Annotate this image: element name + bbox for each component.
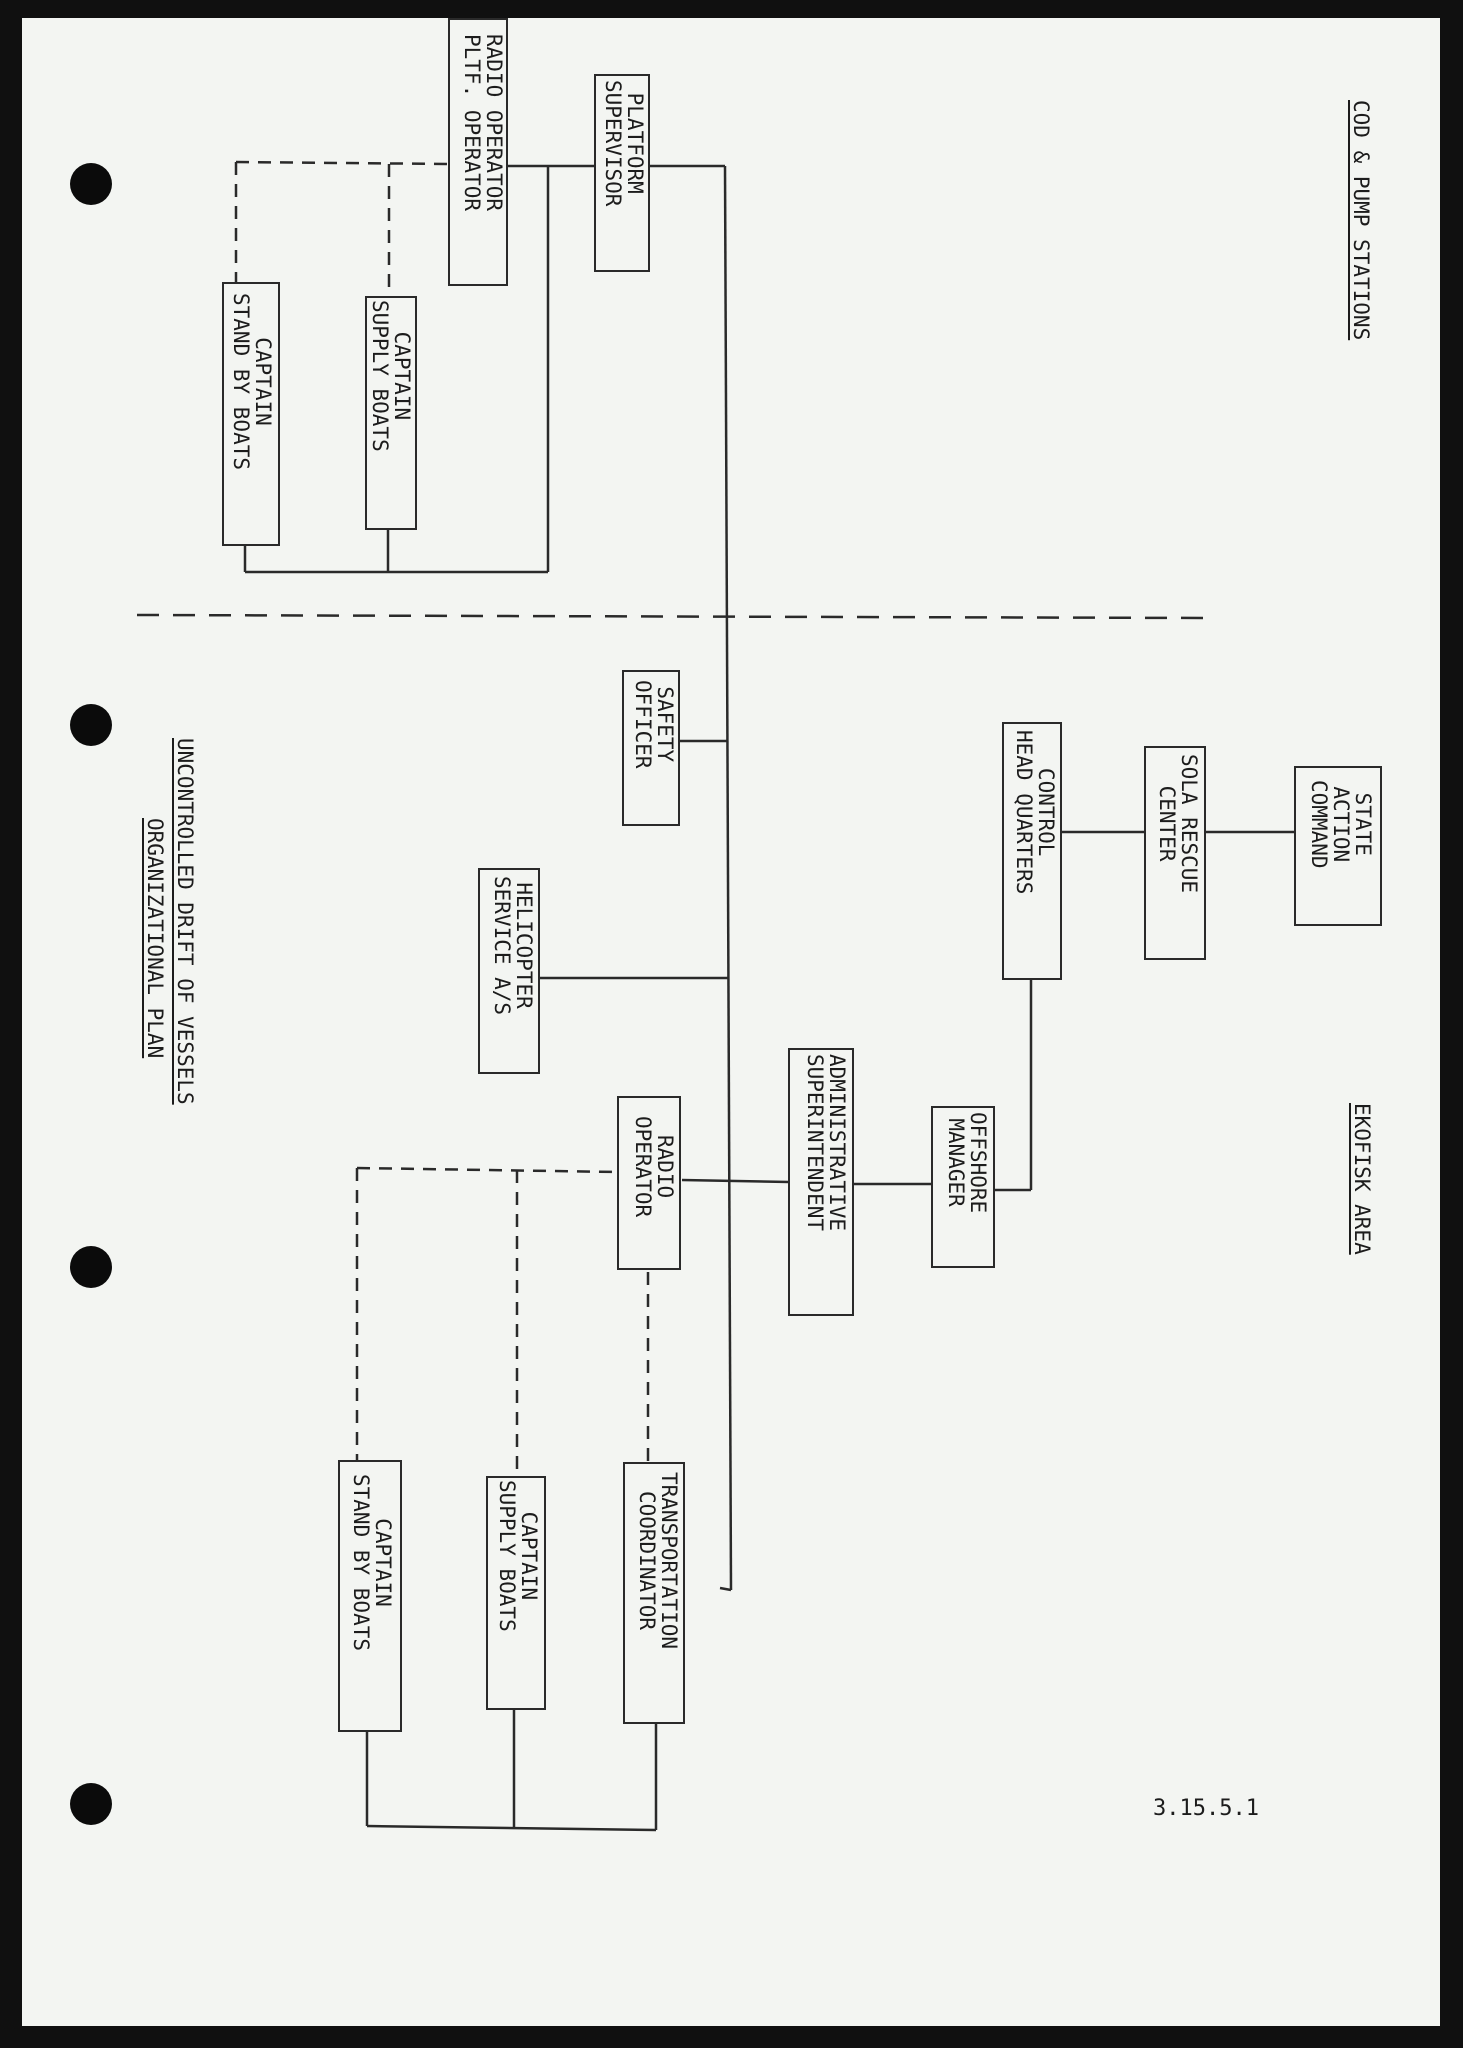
transportation-coordinator-label: TRANSPORTATION COORDINATOR [635,1472,681,1650]
section-divider [136,613,1209,620]
binder-hole [70,1246,112,1288]
state-action-command-box [1294,766,1382,926]
platform-supervisor-box [594,74,650,272]
binder-hole [70,1783,112,1825]
plan-title-line1: UNCONTROLLED DRIFT OF VESSELS [173,738,197,1105]
state-action-command-label: STATE ACTION COMMAND [1307,780,1375,869]
document-number: 3.15.5.1 [1153,1796,1259,1821]
connector-line [681,1178,790,1184]
platform-supervisor-label: PLATFORM SUPERVISOR [601,80,647,207]
radio-operator-label: RADIO OPERATOR [631,1116,677,1218]
radio-operator-box [617,1096,681,1270]
radio-operator-pltf-label: RADIO OPERATOR PLTF. OPERATOR [460,34,506,212]
captain-supply-upper-box [365,296,417,530]
sola-rescue-center-label: SOLA RESCUE CENTER [1155,754,1201,894]
helicopter-service-box [478,868,540,1074]
control-hq-box [1002,722,1062,980]
captain-supply-lower-label: CAPTAIN SUPPLY BOATS [495,1480,541,1632]
helicopter-service-label: HELICOPTER SERVICE A/S [490,876,536,1016]
captain-standby-upper-box [222,282,280,546]
radio-operator-pltf-box [448,18,508,286]
captain-standby-lower-label: CAPTAIN STAND BY BOATS [349,1474,395,1652]
offshore-manager-box [931,1106,995,1268]
safety-officer-label: SAFETY OFFICER [631,680,677,769]
region-heading-cod-pump: COD & PUMP STATIONS [1349,100,1373,341]
region-heading-ekofisk: EKOFISK AREA [1350,1103,1374,1255]
transportation-coordinator-box [623,1462,685,1724]
main-trunk-line [723,165,733,1591]
captain-standby-upper-label: CAPTAIN STAND BY BOATS [229,293,275,471]
connector-line [366,1824,657,1832]
binder-hole [70,163,112,205]
administrative-superintendent-label: ADMINISTRATIVE SUPERINTENDENT [803,1054,849,1232]
control-hq-label: CONTROL HEAD QUARTERS [1012,730,1058,895]
captain-standby-lower-box [338,1460,402,1732]
sola-rescue-center-box [1144,746,1206,960]
plan-title-line2: ORGANIZATIONAL PLAN [143,818,167,1059]
captain-supply-lower-box [486,1476,546,1710]
safety-officer-box [622,670,680,826]
binder-hole [70,704,112,746]
connector-line [719,1586,732,1592]
offshore-manager-label: OFFSHORE MANAGER [944,1112,990,1214]
dashed-line [235,160,451,166]
administrative-superintendent-box [788,1048,854,1316]
captain-supply-upper-label: CAPTAIN SUPPLY BOATS [368,300,414,452]
dashed-line [356,1166,618,1174]
